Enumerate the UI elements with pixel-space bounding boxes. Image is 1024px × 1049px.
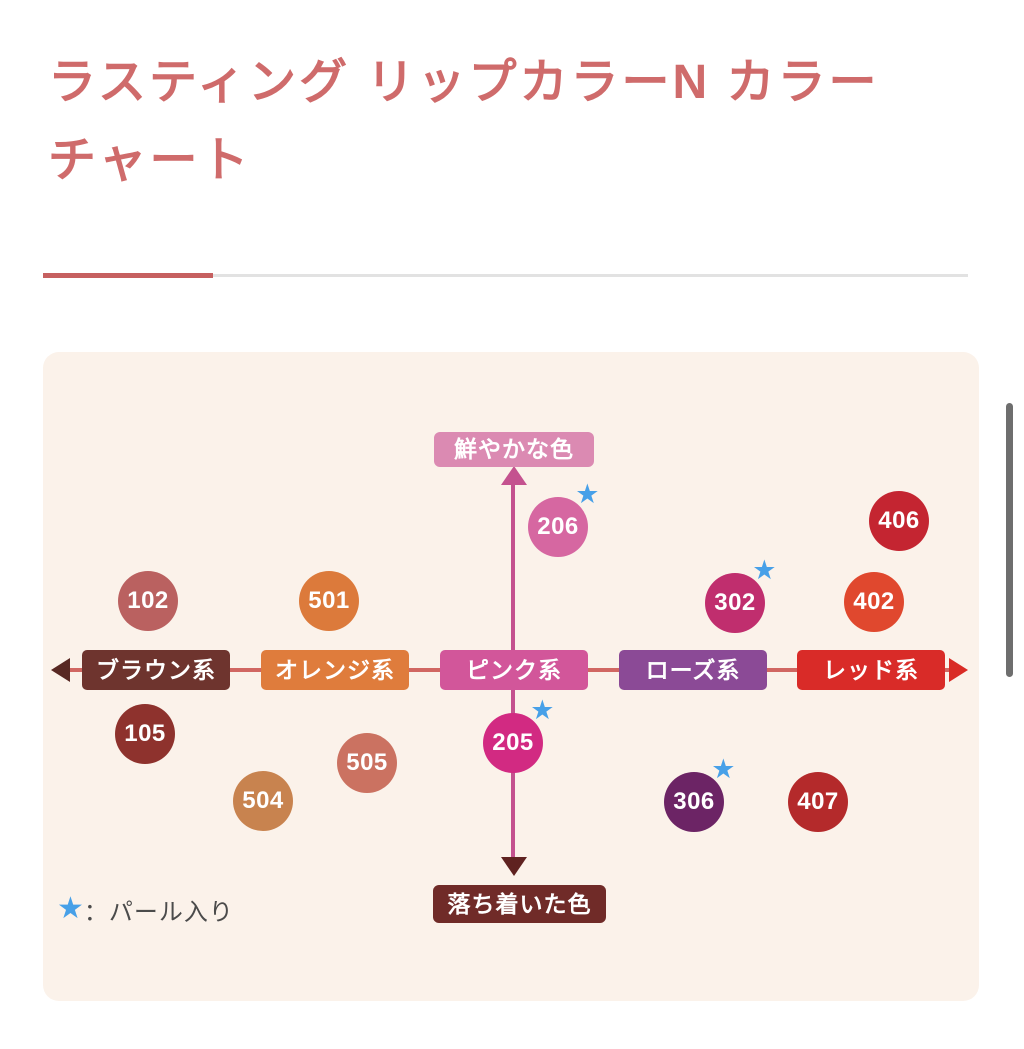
shade-501: 501 (299, 571, 359, 631)
shade-302: 302 ★ (705, 557, 777, 633)
pearl-star-icon: ★ (752, 555, 777, 585)
legend: ★ ：パール入り (57, 892, 234, 926)
category-orange: オレンジ系 (261, 650, 409, 690)
category-brown: ブラウン系 (82, 650, 230, 690)
pearl-star-icon: ★ (530, 695, 555, 725)
arrow-up-icon (501, 466, 527, 485)
divider-accent (43, 273, 213, 278)
shade-206: 206 ★ (528, 481, 600, 557)
shade-number: 505 (346, 749, 388, 776)
shade-407: 407 (788, 772, 848, 832)
shade-205: 205 ★ (483, 697, 555, 773)
shade-number: 407 (797, 788, 839, 815)
scrollbar-thumb[interactable] (1006, 403, 1013, 677)
page-title: ラスティング リップカラーN カラーチャート (48, 56, 880, 187)
divider (43, 273, 968, 278)
arrow-down-icon (501, 857, 527, 876)
arrow-right-icon (949, 658, 968, 682)
shade-505: 505 (337, 733, 397, 793)
arrow-left-icon (51, 658, 70, 682)
pearl-star-icon: ★ (57, 892, 84, 925)
shade-number: 302 (714, 589, 756, 616)
shade-number: 102 (127, 587, 169, 614)
shade-105: 105 (115, 704, 175, 764)
shade-number: 105 (124, 720, 166, 747)
shade-102: 102 (118, 571, 178, 631)
legend-label: ：パール入り (83, 898, 234, 926)
shade-306: 306 ★ (664, 756, 736, 832)
axis-label-vivid: 鮮やかな色 (434, 432, 594, 467)
shade-number: 504 (242, 787, 284, 814)
shade-number: 501 (308, 587, 350, 614)
shade-number: 205 (492, 729, 534, 756)
pearl-star-icon: ★ (711, 754, 736, 784)
shade-number: 306 (673, 788, 715, 815)
category-pink: ピンク系 (440, 650, 588, 690)
shade-504: 504 (233, 771, 293, 831)
color-chart-panel: 鮮やかな色 落ち着いた色 ブラウン系オレンジ系ピンク系ローズ系レッド系 102 1… (43, 352, 979, 1001)
shade-406: 406 (869, 491, 929, 551)
category-red: レッド系 (797, 650, 945, 690)
pearl-star-icon: ★ (575, 479, 600, 509)
axis-label-muted: 落ち着いた色 (433, 885, 606, 923)
shade-number: 402 (853, 588, 895, 615)
shade-402: 402 (844, 572, 904, 632)
category-rose: ローズ系 (619, 650, 767, 690)
shade-number: 406 (878, 507, 920, 534)
shade-number: 206 (537, 513, 579, 540)
